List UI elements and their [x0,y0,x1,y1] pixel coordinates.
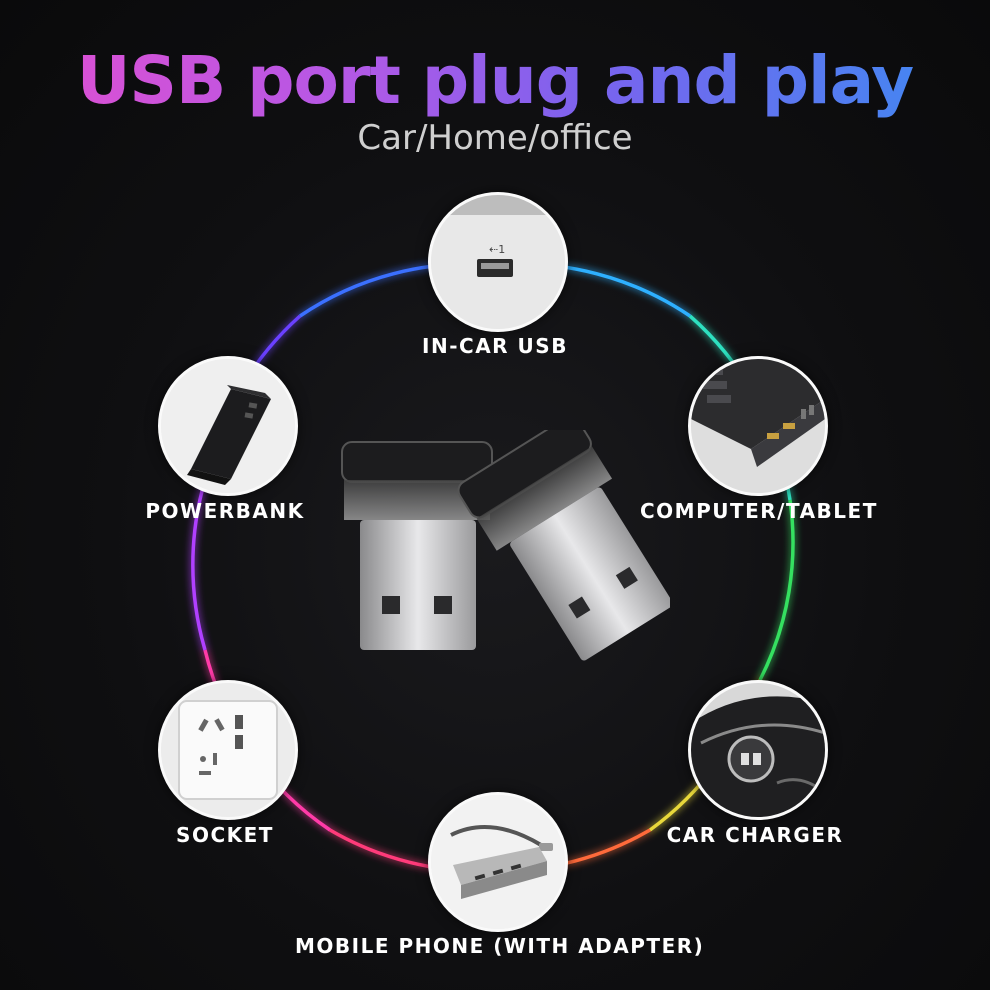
laptop-ports-icon [691,359,825,493]
svg-text:⇠1: ⇠1 [489,243,505,256]
powerbank-icon [161,359,295,493]
label-computer-tablet: COMPUTER/TABLET [640,499,878,523]
node-socket [158,680,298,820]
wall-socket-icon [161,683,295,817]
label-powerbank: POWERBANK [145,499,305,523]
node-in-car-usb: ⇠1 [428,192,568,332]
car-usb-port-icon: ⇠1 [431,195,565,329]
node-car-charger [688,680,828,820]
label-car-charger: CAR CHARGER [666,823,844,847]
car-charger-icon [691,683,825,817]
node-mobile-phone [428,792,568,932]
node-computer-tablet [688,356,828,496]
label-in-car-usb: IN-CAR USB [422,334,568,358]
node-powerbank [158,356,298,496]
label-mobile-phone: MOBILE PHONE (WITH ADAPTER) [295,934,705,958]
usb-hub-adapter-icon [431,795,565,929]
page-title: USB port plug and play [0,42,990,119]
usb-led-light-icon [341,430,670,661]
page-subtitle: Car/Home/office [357,118,633,158]
label-socket: SOCKET [176,823,274,847]
